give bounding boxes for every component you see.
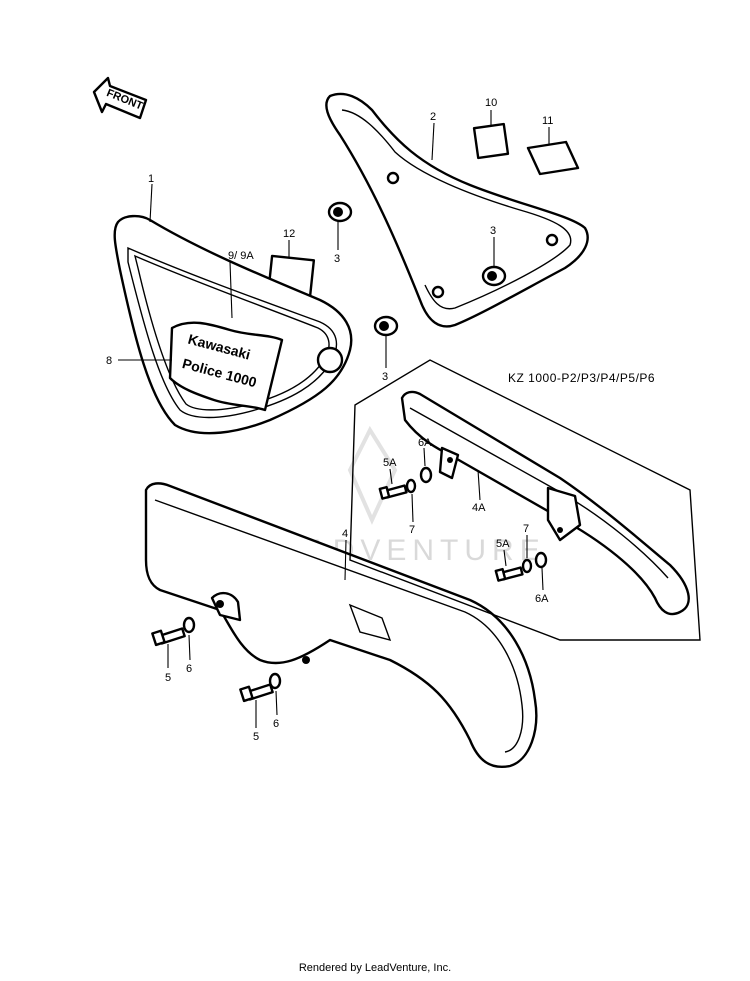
part-5a-bolt-a <box>378 484 408 500</box>
callout-7b: 7 <box>523 523 529 535</box>
part-11-decal <box>526 140 580 176</box>
callout-4: 4 <box>342 528 348 540</box>
part-7-spacer-a <box>405 478 417 494</box>
callout-3b: 3 <box>490 225 496 237</box>
model-inset: KZ 1000-P2/P3/P4/P5/P6 <box>349 359 701 641</box>
part-8-trim-stripe <box>127 246 338 419</box>
leader-lines <box>118 110 550 728</box>
callout-5a-kit-b: 5A <box>496 538 510 550</box>
front-arrow: FRONT <box>92 76 148 120</box>
callout-2: 2 <box>430 111 436 123</box>
callout-11: 11 <box>542 115 553 127</box>
part-3-grommet-c <box>373 315 399 337</box>
callout-4a: 4A <box>472 502 486 514</box>
emblem-badge <box>168 321 284 412</box>
part-6-washer-b <box>268 672 282 690</box>
callout-6a-kit-a: 6A <box>418 437 432 449</box>
part-4-chain-guard <box>144 482 538 769</box>
part-5-bolt-b <box>239 683 274 703</box>
callout-7a: 7 <box>409 524 415 536</box>
callout-9-9a: 9/ 9A <box>228 250 254 262</box>
callout-3c: 3 <box>382 371 388 383</box>
part-3-grommet-b <box>481 265 507 287</box>
watermark-logo-icon <box>347 425 398 525</box>
part-6-washer-a <box>182 616 196 634</box>
callout-1: 1 <box>148 173 154 185</box>
part-4a-chain-guard <box>400 390 690 616</box>
part-2-side-cover-inner <box>325 92 589 328</box>
part-1-side-cover: Kawasaki Police 1000 <box>113 214 353 435</box>
part-3-grommet-a <box>327 201 353 223</box>
part-5a-bolt-b <box>494 566 524 582</box>
callout-3a: 3 <box>334 253 340 265</box>
footer-credit: Rendered by LeadVenture, Inc. <box>298 962 452 974</box>
callout-8: 8 <box>106 355 112 367</box>
callout-6a: 6 <box>186 663 192 675</box>
callout-10: 10 <box>485 97 497 109</box>
callout-5a-kit-a: 5A <box>383 457 397 469</box>
part-6a-washer-b <box>534 551 548 569</box>
callout-12: 12 <box>283 228 295 240</box>
part-6a-washer-a <box>419 466 433 484</box>
side-cover-knob <box>316 346 344 374</box>
callout-6b: 6 <box>273 718 279 730</box>
part-10-decal <box>472 122 510 160</box>
model-label: KZ 1000-P2/P3/P4/P5/P6 <box>508 371 655 385</box>
callouts: 1 2 3 3 3 10 11 12 9/ 9A 8 4 5 6 5 6 5A … <box>106 97 553 743</box>
callout-5a: 5 <box>165 672 171 684</box>
part-7-spacer-b <box>521 558 533 574</box>
part-5-bolt-a <box>151 627 186 647</box>
callout-5b: 5 <box>253 731 259 743</box>
callout-6a-kit-b: 6A <box>535 593 549 605</box>
front-arrow-icon <box>92 76 148 120</box>
